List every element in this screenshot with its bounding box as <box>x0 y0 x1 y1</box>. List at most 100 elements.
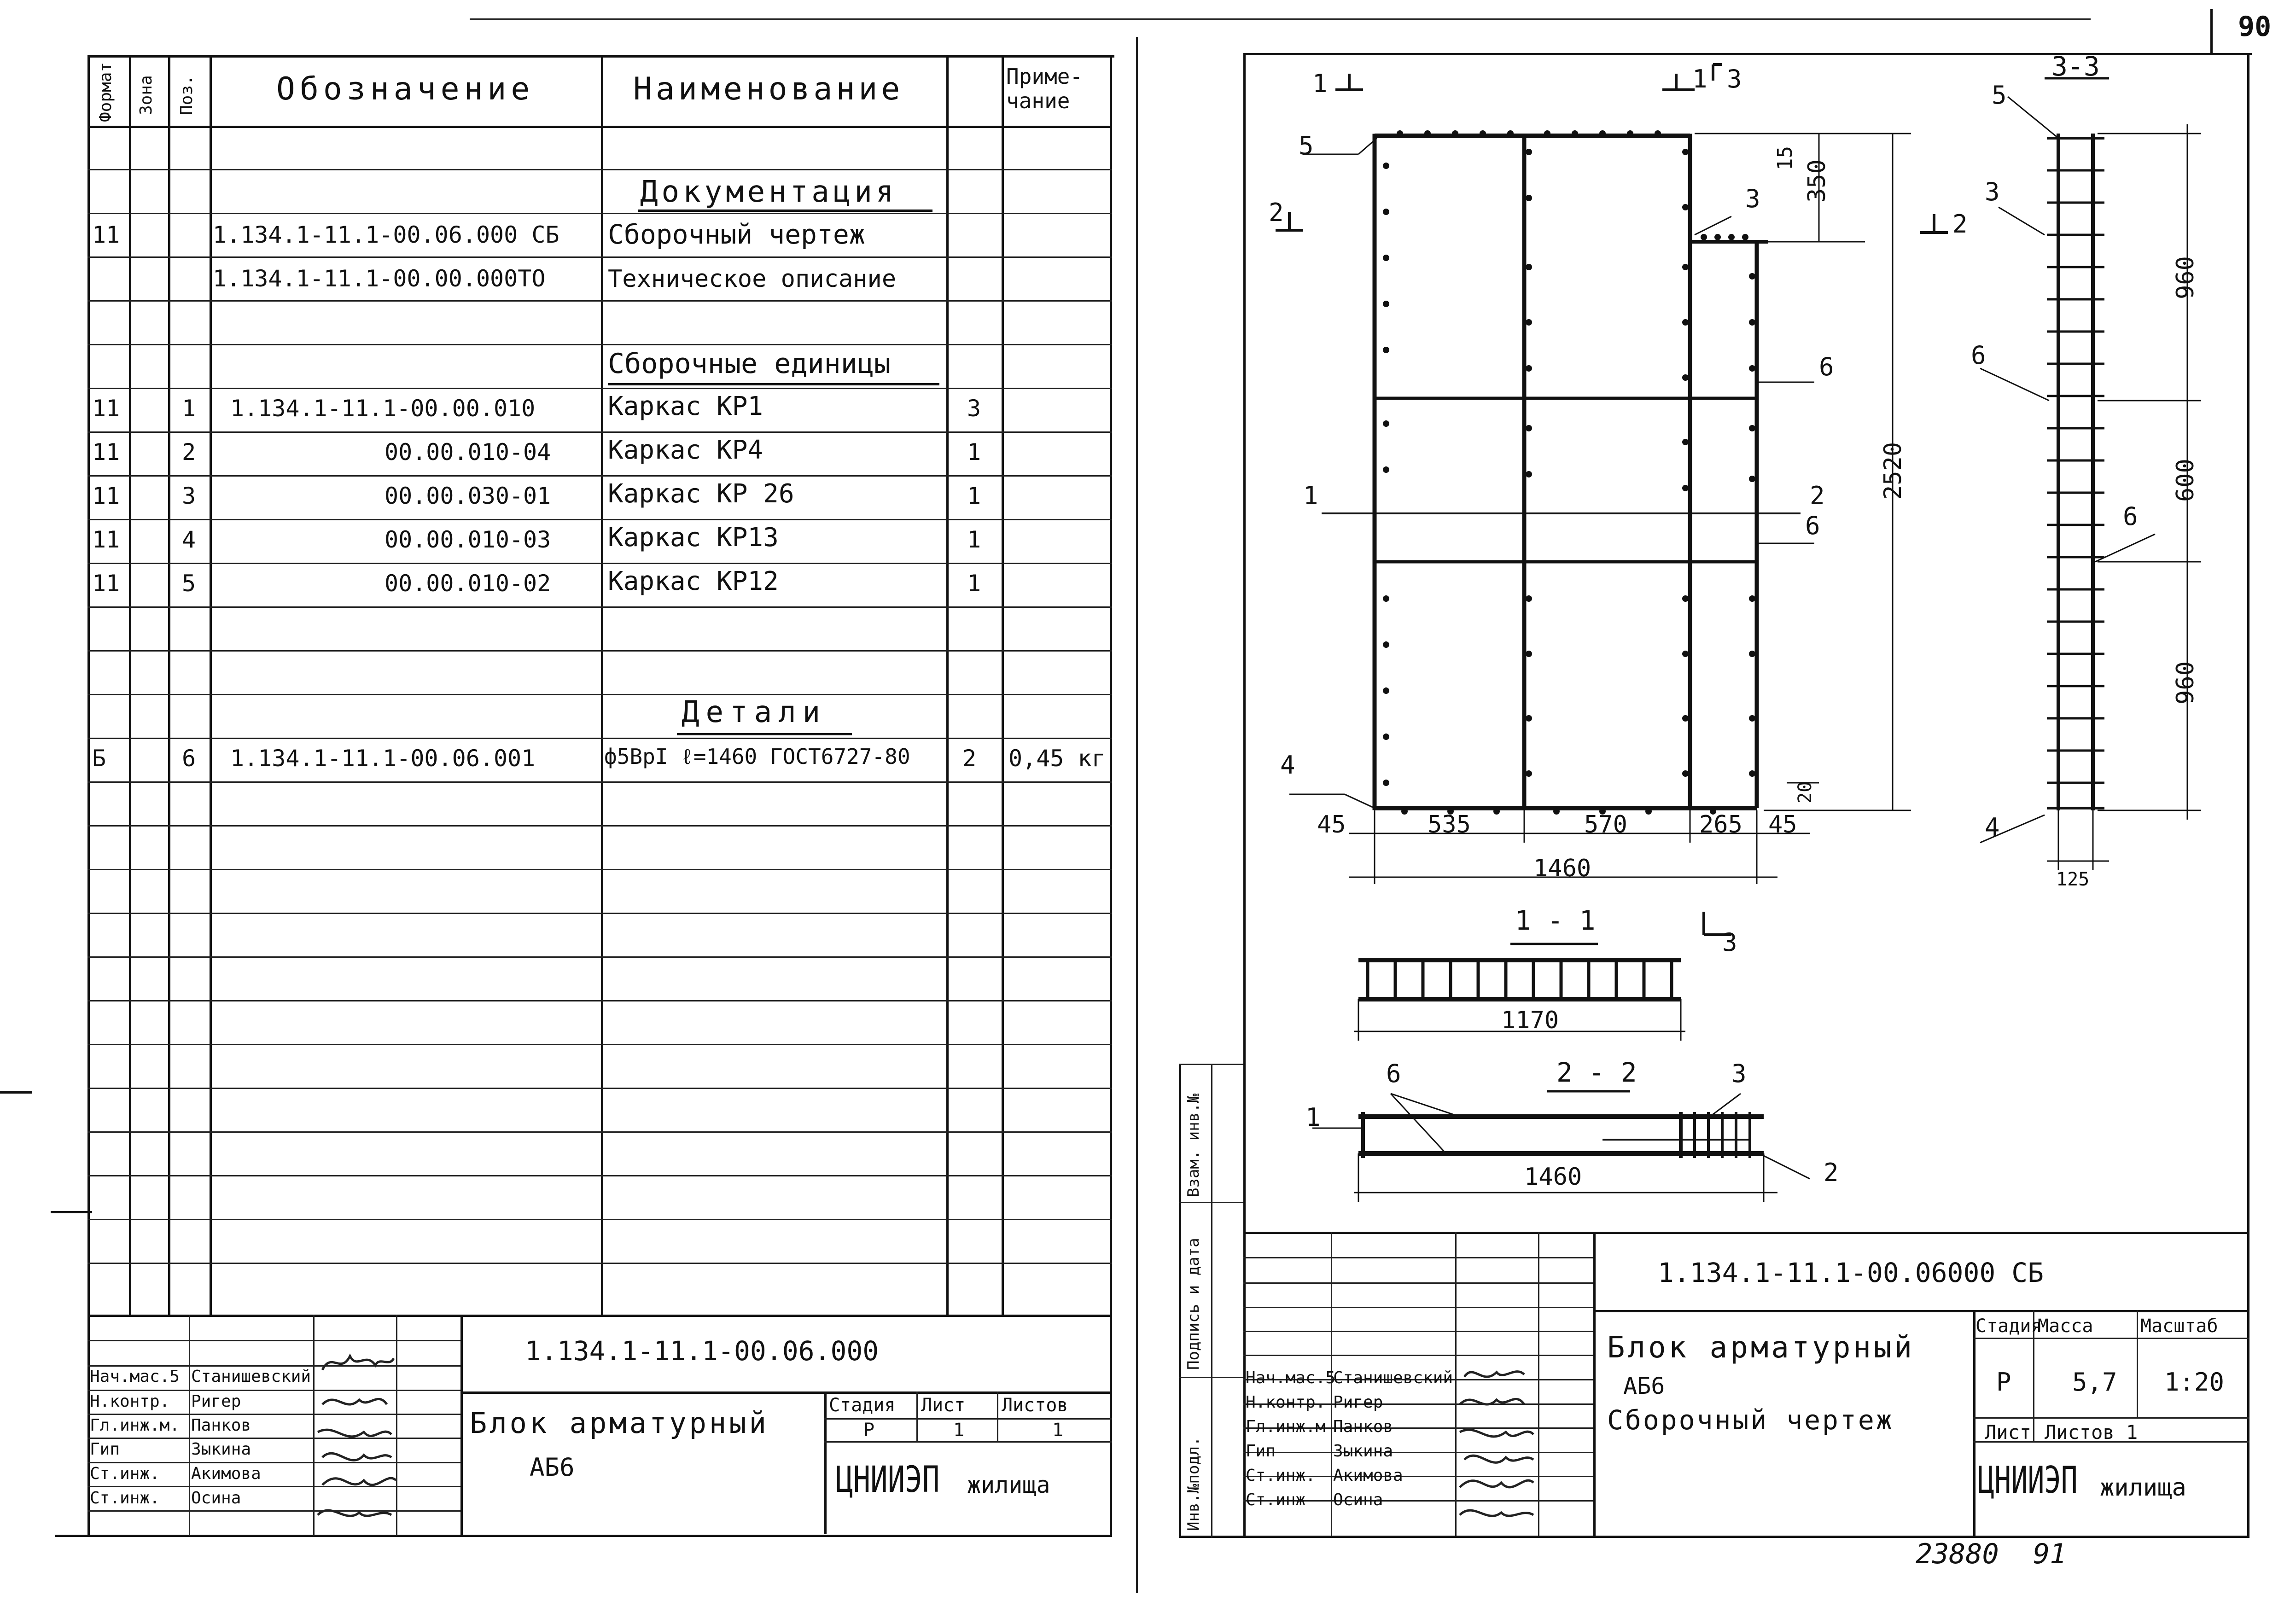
row-line <box>87 738 1112 739</box>
tb-right-grid <box>1243 1355 1593 1356</box>
tb-left-role: Ст.инж. <box>90 1464 160 1483</box>
row-line <box>87 781 1112 783</box>
units-underline <box>608 383 939 385</box>
row-line <box>87 388 1112 389</box>
tb-right-role: Гл.инж.м <box>1246 1417 1326 1436</box>
row-name: Каркас КР1 <box>608 391 763 421</box>
cut-mark-label: 3 <box>1722 928 1737 957</box>
tb-right-role: Ст.инж <box>1246 1490 1306 1509</box>
row-name: Техническое описание <box>608 265 897 293</box>
row-designation: 1.134.1-11.1-00.00.010 <box>230 395 536 422</box>
tb-right-grid <box>1243 1257 1593 1258</box>
row-line <box>87 1088 1112 1089</box>
section-label-2-2: 2 - 2 <box>1556 1057 1637 1088</box>
tb-right-grid <box>1243 1331 1593 1332</box>
cut-mark-label: 1 <box>1312 69 1328 98</box>
row-designation: 00.00.010-04 <box>385 439 551 466</box>
tb-left-grid <box>87 1486 460 1487</box>
tb-right-top <box>1243 1232 2249 1234</box>
tb-left-role: Ст.инж. <box>90 1489 160 1508</box>
dimension-label: 45 <box>1768 811 1797 838</box>
tb-left-person: Станишевский <box>191 1367 311 1386</box>
header-row-line <box>87 126 1112 128</box>
row-designation: 00.00.030-01 <box>385 483 551 509</box>
doc-underline <box>638 210 932 212</box>
dimension-label: 350 <box>1803 159 1831 203</box>
page-number: 90 <box>2238 11 2272 43</box>
tb-left-grid <box>87 1390 460 1391</box>
tb-right-grid <box>1243 1282 1593 1284</box>
row-pos: 3 <box>182 483 196 509</box>
header-note: Приме- чание <box>1006 64 1083 113</box>
tb-left-person: Осина <box>191 1489 241 1508</box>
row-designation: 1.134.1-11.1-00.00.000ТО <box>213 265 546 292</box>
tb-left-person: Акимова <box>191 1464 261 1483</box>
tb-left-code: 1.134.1-11.1-00.06.000 <box>525 1335 879 1367</box>
cut-mark-label: 2 <box>1952 210 1968 239</box>
row-name: Каркас КР13 <box>608 523 779 553</box>
margin-mark <box>0 1091 32 1094</box>
tb-left-sheets-h: Листов <box>1002 1395 1068 1416</box>
tb-right-grid <box>1331 1232 1332 1536</box>
tb-right-grid <box>1973 1441 2249 1443</box>
side-stamp-grid <box>1179 1064 1243 1065</box>
row-qty: 3 <box>967 395 981 422</box>
position-label: 3 <box>1731 1059 1747 1088</box>
tb-left-grid <box>189 1315 190 1536</box>
tb-right-mid <box>1593 1310 2249 1312</box>
row-format: 11 <box>92 483 120 509</box>
tb-left-grid <box>87 1438 460 1439</box>
row-format: 11 <box>92 526 120 553</box>
tb-right-sheets-label: Листов 1 <box>2045 1421 2138 1444</box>
row-line <box>87 1000 1112 1001</box>
tb-right-person: Осина <box>1333 1490 1383 1509</box>
tb-right-sheet-label: Лист <box>1985 1421 2032 1444</box>
spec-frame-left <box>87 55 90 1537</box>
row-pos: 5 <box>182 570 196 597</box>
tb-left-org-a: ЦНИИЭП <box>836 1459 940 1501</box>
header-designation: Обозначение <box>276 71 535 107</box>
dimension-label: 20 <box>1795 781 1816 803</box>
col-div-3 <box>210 55 212 1317</box>
tb-left-sheets: 1 <box>1052 1420 1064 1441</box>
tb-right-person: Панков <box>1333 1417 1393 1436</box>
dimension-label: 1460 <box>1524 1163 1582 1191</box>
dimension-lines <box>1349 133 1911 884</box>
row-format: 11 <box>92 439 120 466</box>
col-div-4 <box>601 55 603 1317</box>
row-line <box>87 1219 1112 1220</box>
tb-right-title1: Блок арматурный <box>1607 1331 1915 1365</box>
tb-left-div <box>460 1315 463 1536</box>
tb-right-grid <box>1538 1232 1539 1536</box>
tb-left-person: Ригер <box>191 1392 241 1411</box>
tb-right-grid <box>2033 1310 2034 1417</box>
tb-right-grid <box>1243 1307 1593 1308</box>
tb-right-grid <box>2137 1310 2138 1417</box>
margin-mark <box>51 1211 92 1213</box>
row-line <box>87 1175 1112 1176</box>
row-qty: 1 <box>967 526 981 553</box>
archive-sheet-ref: 91 <box>2033 1538 2067 1570</box>
tb-left-mid <box>460 1391 1112 1394</box>
tb-left-role: Гл.инж.м. <box>90 1416 180 1435</box>
dimension-label: 1170 <box>1501 1007 1559 1034</box>
row-note: 0,45 кг <box>1008 745 1106 772</box>
col-div-6 <box>1002 55 1004 1317</box>
row-line <box>87 825 1112 827</box>
position-label: 6 <box>2123 502 2138 531</box>
dimension-label: 15 <box>1773 146 1797 170</box>
row-name: ф5ВрI ℓ=1460 ГОСТ6727-80 <box>604 744 910 769</box>
tb-right-org-a: ЦНИИЭП <box>1978 1459 2078 1502</box>
tb-left-title1: Блок арматурный <box>470 1406 769 1440</box>
tb-right-person: Акимова <box>1333 1466 1403 1485</box>
row-line <box>87 300 1112 302</box>
top-edge-line <box>470 18 2091 20</box>
tb-right-scale-h: Масштаб <box>2140 1316 2218 1337</box>
section-units: Сборочные единицы <box>608 348 891 380</box>
col-div-1 <box>129 55 131 1317</box>
row-qty: 1 <box>967 439 981 466</box>
tb-right-grid <box>1243 1379 1593 1380</box>
tb-left-grid <box>824 1441 1112 1443</box>
row-qty: 1 <box>967 483 981 509</box>
row-designation: 1.134.1-11.1-00.06.001 <box>230 745 536 772</box>
